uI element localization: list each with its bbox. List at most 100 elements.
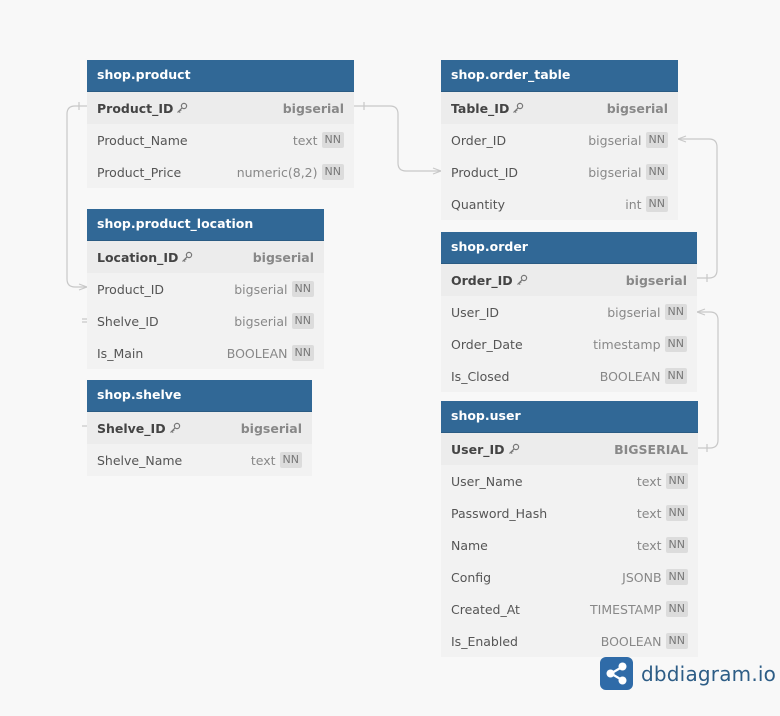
not-null-badge: NN [665, 473, 688, 489]
column-name-text: Shelve_Name [97, 452, 183, 468]
column-name-text: Product_Name [97, 132, 188, 148]
column-name: Is_Closed [451, 369, 600, 384]
column-name-text: Order_ID [451, 272, 513, 288]
column-name-text: Is_Closed [451, 368, 510, 384]
column-name-text: Table_ID [451, 100, 510, 116]
not-null-badge: NN [645, 164, 668, 180]
column-name: Product_ID [97, 282, 234, 297]
column-type: bigserial [607, 304, 661, 320]
not-null-badge: NN [664, 336, 687, 352]
not-null-badge: NN [665, 569, 688, 585]
column-name: Product_Price [97, 165, 237, 180]
column-name: User_ID [451, 442, 614, 457]
not-null-badge: NN [279, 452, 302, 468]
column-name: Product_Name [97, 133, 293, 148]
column-type: numeric(8,2) [236, 164, 318, 180]
table-title[interactable]: shop.order [441, 232, 697, 264]
column-name: Shelve_ID [97, 314, 234, 329]
column-type: BIGSERIAL [614, 441, 688, 457]
connector-product-location [66, 105, 87, 288]
column-name: Is_Main [97, 346, 227, 361]
not-null-badge: NN [665, 633, 688, 649]
column-name: Order_ID [451, 133, 588, 148]
column-type: bigserial [588, 132, 642, 148]
column-type: timestamp [593, 336, 661, 352]
column-type: bigserial [606, 100, 668, 116]
column-name-text: Product_Price [97, 164, 182, 180]
not-null-badge: NN [291, 345, 314, 361]
column-name: Order_Date [451, 337, 593, 352]
column-name: Password_Hash [451, 506, 637, 521]
column-type: text [636, 537, 662, 553]
primary-key-icon [508, 443, 520, 455]
logo-text: dbdiagram.io [641, 661, 777, 686]
column-name-text: Shelve_ID [97, 420, 166, 436]
not-null-badge: NN [664, 368, 687, 384]
not-null-badge: NN [291, 281, 314, 297]
column-name-text: Product_ID [451, 164, 519, 180]
not-null-badge: NN [665, 601, 688, 617]
table-title[interactable]: shop.order_table [441, 60, 678, 92]
dbdiagram-logo[interactable]: dbdiagram.io [600, 657, 776, 690]
primary-key-icon [176, 102, 188, 114]
table-title[interactable]: shop.product [87, 60, 354, 92]
column-type: JSONB [622, 569, 662, 585]
column-type: text [636, 473, 662, 489]
connector-stub-shelve [82, 318, 87, 323]
column-name-text: Password_Hash [451, 505, 548, 521]
not-null-badge: NN [645, 132, 668, 148]
not-null-badge: NN [665, 537, 688, 553]
column-name-text: User_Name [451, 473, 523, 489]
table-title[interactable]: shop.user [441, 401, 698, 433]
column-name-text: Order_Date [451, 336, 523, 352]
column-type: text [636, 505, 662, 521]
column-name: User_Name [451, 474, 637, 489]
column-type: BOOLEAN [599, 368, 661, 384]
table-title[interactable]: shop.shelve [87, 380, 312, 412]
column-name: Order_ID [451, 273, 626, 288]
primary-key-icon [169, 422, 181, 434]
not-null-badge: NN [645, 196, 668, 212]
column-row-table-id[interactable]: Table_ID bigserial [441, 92, 678, 124]
column-name: Name [451, 538, 637, 553]
table-title[interactable]: shop.product_location [87, 209, 324, 241]
column-name-text: Config [451, 569, 492, 585]
connector-user-order [697, 311, 719, 449]
column-name: Config [451, 570, 622, 585]
column-type: TIMESTAMP [590, 601, 662, 617]
column-type: text [292, 132, 318, 148]
primary-key-icon [516, 274, 528, 286]
column-name-text: Product_ID [97, 100, 174, 116]
column-type: text [250, 452, 276, 468]
